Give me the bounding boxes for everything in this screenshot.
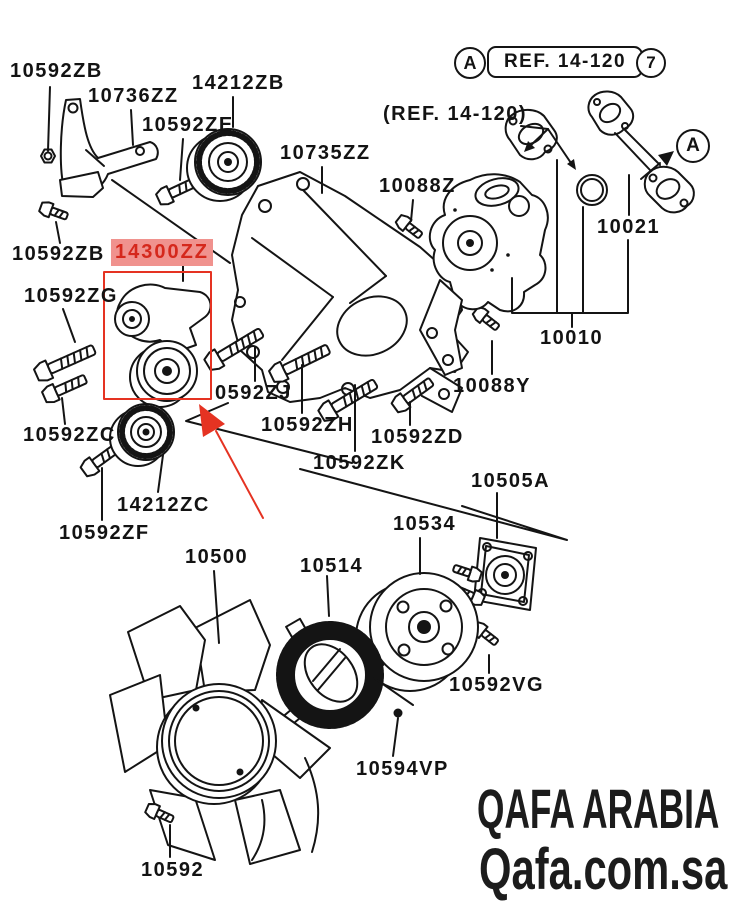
part-label-10594vp: 10594VP (356, 758, 449, 780)
part-label-10592zf: 10592ZF (59, 522, 150, 544)
part-label-10592zb-mid: 10592ZB (12, 243, 105, 265)
part-label-10021: 10021 (597, 216, 661, 238)
part-label-10736zz: 10736ZZ (88, 85, 179, 107)
fan-hub-10505a-drawing (450, 537, 537, 611)
highlight-box (103, 271, 212, 400)
ref-inline-label: (REF. 14-120) (383, 103, 527, 125)
part-label-10505a: 10505A (471, 470, 551, 492)
part-label-10592zh: 10592ZH (261, 414, 354, 436)
pulley-14212zb-drawing (186, 128, 262, 202)
timing-bracket-10735zz-drawing (231, 171, 469, 413)
part-label-14212zb: 14212ZB (192, 72, 285, 94)
fan-clutch-10514-drawing (276, 617, 385, 729)
branding-url: Qafa.com.sa (479, 837, 728, 902)
leader-lines (47, 86, 630, 858)
direction-arrow-a-icon (640, 151, 674, 180)
inlet-pipe-10021-drawing (587, 90, 695, 214)
part-label-10592zg: 10592ZG (24, 285, 118, 307)
part-label-10592zb-top: 10592ZB (10, 60, 103, 82)
highlight-arrow-icon (199, 404, 264, 519)
part-label-10592ze: 10592ZE (142, 114, 234, 136)
part-label-10592: 10592 (141, 859, 205, 881)
bolt-10592zg-a-drawing (31, 339, 99, 385)
part-label-10534: 10534 (393, 513, 457, 535)
part-label-10514: 10514 (300, 555, 364, 577)
part-label-10010: 10010 (540, 327, 604, 349)
tensioner-14300zz-drawing (114, 283, 212, 408)
part-label-0592zj: 0592ZJ (215, 382, 292, 404)
part-label-10592zc: 10592ZC (23, 424, 116, 446)
callout-a-pipe: A (676, 129, 710, 163)
part-label-10592zk: 10592ZK (313, 452, 406, 474)
part-label-10592vg: 10592VG (449, 674, 545, 696)
water-pump-drawing (419, 173, 549, 376)
nut-10592zb-drawing (40, 148, 56, 164)
ref-box-label: REF. 14-120 (487, 46, 643, 78)
branding-title: QAFA ARABIA (477, 777, 720, 840)
bracket-10736zz-drawing (59, 98, 159, 198)
part-label-10735zz: 10735ZZ (280, 142, 371, 164)
pulley-14212zc-drawing (109, 403, 175, 467)
fan-10500-drawing (109, 599, 331, 865)
part-label-10592zd: 10592ZD (371, 426, 464, 448)
bolt-10592zb-lower-drawing (37, 199, 71, 225)
o-ring-drawing (576, 174, 608, 206)
part-label-10500: 10500 (185, 546, 249, 568)
callout-a-top: A (454, 47, 486, 79)
part-label-10088z: 10088Z (379, 175, 456, 197)
part-label-14212zc: 14212ZC (117, 494, 210, 516)
callout-7: 7 (636, 48, 666, 78)
highlighted-part-label-14300zz: 14300ZZ (111, 239, 213, 266)
part-label-10088y: 10088Y (453, 375, 531, 397)
